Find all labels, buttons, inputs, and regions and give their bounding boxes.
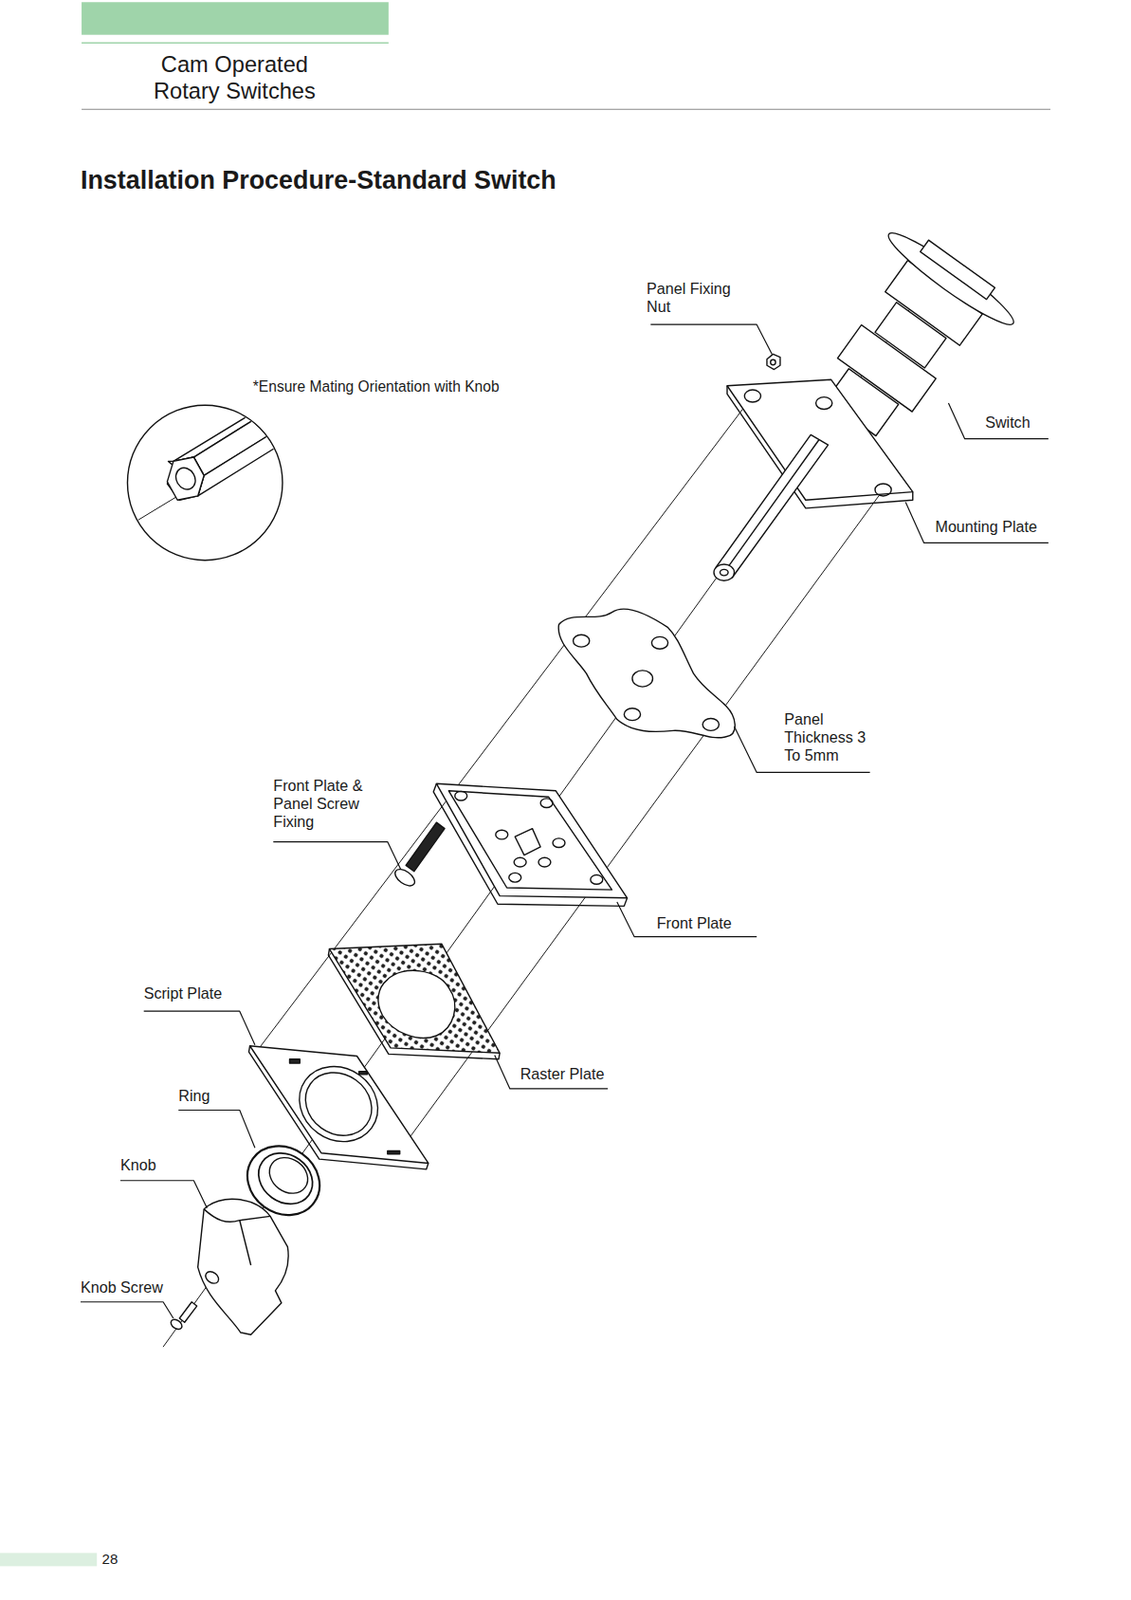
- plate-hole: [552, 838, 566, 848]
- panel-screw: [392, 821, 445, 889]
- shaft-end: [713, 564, 735, 581]
- part-label: Front Plate & Panel Screw Fixing: [273, 776, 385, 831]
- part-label: Panel Thickness 3 To 5mm: [784, 710, 868, 765]
- square-drive: [514, 828, 541, 856]
- knob-hole: [203, 1268, 222, 1286]
- panel-hole: [632, 670, 654, 687]
- plate-hole: [875, 483, 892, 496]
- panel-hole: [702, 717, 719, 730]
- part-label: Raster Plate: [520, 1064, 605, 1083]
- script-mark: [359, 1071, 368, 1075]
- part-label: Knob Screw: [80, 1277, 164, 1296]
- script-ring: [292, 1058, 384, 1148]
- ring-inner: [248, 1142, 323, 1214]
- knob-edge: [203, 1208, 271, 1222]
- front-plate: [436, 783, 627, 897]
- page-number-bar: [0, 1551, 97, 1566]
- front-plate-edge: [433, 783, 627, 906]
- plate-hole: [540, 798, 553, 808]
- nut: [766, 353, 781, 369]
- ring-inner: [262, 1149, 315, 1201]
- plate-hole: [590, 875, 603, 885]
- title: Installation Procedure-Standard Switch: [80, 165, 557, 197]
- front-plate-rim: [448, 790, 612, 890]
- raster-plate-edge: [328, 948, 500, 1059]
- part-label: Panel Fixing Nut: [646, 279, 749, 316]
- panel-hole: [651, 636, 668, 649]
- plate-hole: [816, 397, 833, 410]
- plate-hole: [495, 829, 509, 840]
- axis-line: [163, 283, 929, 1347]
- part-label: Ring: [178, 1086, 210, 1105]
- panel-hole: [623, 708, 640, 721]
- header-rule: [81, 109, 1051, 110]
- part-label: Front Plate: [656, 913, 732, 932]
- knob-screw: [168, 1301, 197, 1332]
- header-rule: [81, 41, 389, 44]
- plate-hole: [744, 389, 761, 402]
- plate-hole: [455, 790, 468, 801]
- plate-hole: [509, 872, 522, 882]
- raster-hole: [378, 969, 456, 1038]
- section-header: Cam Operated Rotary Switches: [129, 52, 341, 106]
- note: *Ensure Mating Orientation with Knob: [253, 378, 500, 396]
- part-label: Knob: [120, 1155, 157, 1174]
- nut-bore: [770, 359, 776, 365]
- shaft-edge: [724, 439, 820, 573]
- plate-hole: [513, 857, 527, 867]
- detail-shaft: [111, 400, 301, 536]
- shaft: [715, 434, 828, 578]
- script-mark: [387, 1150, 401, 1154]
- knob: [198, 1198, 289, 1334]
- part-label: Script Plate: [144, 984, 222, 1003]
- page-number: 28: [102, 1550, 119, 1568]
- script-ring: [284, 1050, 393, 1156]
- header-bar: [81, 1, 389, 35]
- part-label: Switch: [985, 413, 1031, 432]
- panel-hole: [573, 634, 590, 647]
- leader-lines: [80, 324, 1049, 1318]
- plate-hole: [538, 857, 551, 867]
- knob-edge: [239, 1220, 252, 1265]
- part-label: Mounting Plate: [934, 517, 1038, 536]
- script-mark: [290, 1058, 301, 1063]
- panel: [558, 608, 735, 738]
- shaft-bore: [719, 568, 729, 575]
